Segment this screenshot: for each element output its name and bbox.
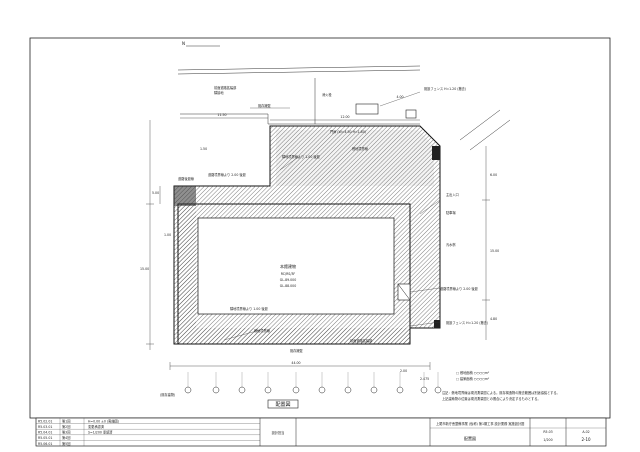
building-structure: RC/RS/3F — [281, 272, 296, 276]
revision-mark: 第5回 — [62, 441, 70, 446]
note-site-boundary-bottom: 敷地境界線 — [254, 328, 271, 333]
building-interior — [197, 217, 395, 315]
dim-right-3: 4.80 — [490, 317, 497, 321]
axis-marker-circle — [264, 386, 272, 394]
footnote-2: 上記建築物の位置は現況測量図との照合により決定するものとする。 — [442, 396, 541, 401]
sheet-name: 配置図 — [464, 435, 476, 441]
legend-line-2: □ 建築面積 ○○○○m² — [456, 376, 490, 381]
axis-marker-circle — [292, 386, 300, 394]
setback-area — [276, 130, 434, 186]
axis-marker-circle — [370, 386, 378, 394]
axis-marker-circle — [184, 386, 192, 394]
dim-left-2: 5.00 — [152, 191, 159, 195]
north-mark-label: N — [182, 41, 185, 46]
dim-top-2: 12.00 — [340, 115, 349, 119]
dimension-lines — [146, 117, 490, 370]
note-fire-hydrant: 消火栓 — [322, 92, 332, 97]
revision-mark: 第4回 — [62, 435, 70, 440]
revision-text: S=1/200 承認済 — [88, 430, 113, 435]
dim-left-1: 15.00 — [140, 267, 149, 271]
revision-mark: 第1回 — [62, 418, 70, 423]
revision-text: H=0.00 ±0 (実施図) — [88, 418, 119, 423]
note-setback-line: 道路後退線 — [178, 176, 195, 181]
corner-block-ne — [432, 146, 440, 160]
note-fence-right: 既設フェンス H=1.20 (撤去) — [446, 320, 488, 325]
note-parking: 駐車場 — [446, 210, 456, 215]
note-gate: 門扉 (W=4.50 H=1.80) — [330, 129, 366, 134]
dim-top-1: 11.50 — [217, 113, 226, 117]
drawing-code: 2-10 — [581, 437, 591, 442]
sheet-scale: 1/200 — [543, 438, 552, 442]
axis-marker-circle — [318, 386, 326, 394]
design-label: 設計担当 — [272, 430, 285, 435]
note-line-b-right: 道路境界線より 2.00 後退 — [440, 286, 479, 291]
axis-marker-circle — [420, 386, 428, 394]
axis-marker-circle — [434, 386, 442, 394]
footnote-1: 注記：敷地境界線は現況測量図による。既存構造物の撤去範囲は別途協議とする。 — [442, 390, 560, 395]
legend-line-1: □ 敷地面積 ○○○○m² — [456, 370, 490, 375]
note-line-b: 道路境界線より 2.00 後退 — [208, 172, 247, 177]
leader-lines — [223, 91, 441, 341]
dim-right-2: 15.00 — [490, 249, 499, 253]
drawing-title-box: 配置図 — [267, 399, 299, 409]
revision-text: 変更承認済 — [88, 424, 105, 429]
dim-right-1: 6.00 — [490, 173, 497, 177]
building-label: 本館建物 RC/RS/3F GL-89.000 GL-88.000 — [280, 263, 297, 288]
building-name: 本館建物 — [280, 263, 296, 269]
axis-marker-circle — [396, 386, 404, 394]
annotations: 前面道路拡幅部 隣接地 消火栓 既設フェンス H=1.20 (撤去) 既存擁壁 … — [160, 85, 560, 401]
revision-date: R5.06.01 — [38, 442, 52, 446]
note-manhole: 汚水桝 — [446, 242, 456, 247]
revision-date: R5.04.01 — [38, 431, 52, 435]
gate-structure — [355, 103, 379, 115]
drawing-title: 配置図 — [275, 402, 290, 408]
dim-side-1: 1.50 — [200, 147, 207, 151]
dim-total-width: 44.00 — [291, 361, 300, 365]
note-adjacent-lot: 隣接地 — [214, 90, 224, 95]
dim-bottom-1: 2.00 — [400, 369, 407, 373]
note-site-boundary: 敷地境界線 — [352, 146, 369, 151]
road-lines — [177, 65, 511, 151]
sheet-number: A-02 — [582, 430, 589, 434]
north-arrow-icon: N — [182, 41, 220, 47]
axis-markers — [184, 372, 442, 394]
building-gl-2: GL-88.000 — [280, 284, 297, 288]
project-title: 上尾市新庁舎整備事業 (仮称) 第1期工事 設計業務 実施設計図 — [436, 421, 524, 426]
axis-marker-circle — [212, 386, 220, 394]
dim-bottom-2: 2.475 — [420, 377, 429, 381]
revision-date: R5.02.01 — [38, 419, 52, 423]
revision-date: R5.03.01 — [38, 425, 52, 429]
note-outside: (既存建物) — [160, 392, 175, 397]
title-block: R5.02.01 第1回 H=0.00 ±0 (実施図) R5.03.01 第2回 変更承… — [35, 417, 607, 447]
dim-side-2: 1.00 — [164, 233, 171, 237]
note-main-entrance: 主出入口 — [446, 192, 459, 197]
revision-date: R5.05.01 — [38, 436, 52, 440]
note-fence: 既設フェンス H=1.20 (撤去) — [424, 86, 466, 91]
building-gl-1: GL-89.000 — [280, 278, 297, 282]
corner-block-nw — [174, 186, 196, 206]
dim-top-3: 4.00 — [396, 95, 403, 99]
axis-marker-circle — [344, 386, 352, 394]
note-road-widening-bottom: 前面道路拡幅部 — [350, 338, 373, 343]
note-road-widening: 前面道路拡幅部 — [214, 85, 237, 90]
corner-block-se — [434, 320, 440, 328]
note-existing-wall: 既存擁壁 — [258, 103, 272, 108]
sheet-date: R5.03 — [543, 430, 552, 434]
revision-mark: 第2回 — [62, 424, 70, 429]
note-line-a: 隣地境界線より 1.00 後退 — [282, 154, 321, 159]
axis-marker-circle — [238, 386, 246, 394]
note-existing-wall-bottom: 既存擁壁 — [290, 348, 304, 353]
note-line-a-bottom: 隣地境界線より 1.00 後退 — [230, 306, 269, 311]
revision-mark: 第3回 — [62, 430, 70, 435]
